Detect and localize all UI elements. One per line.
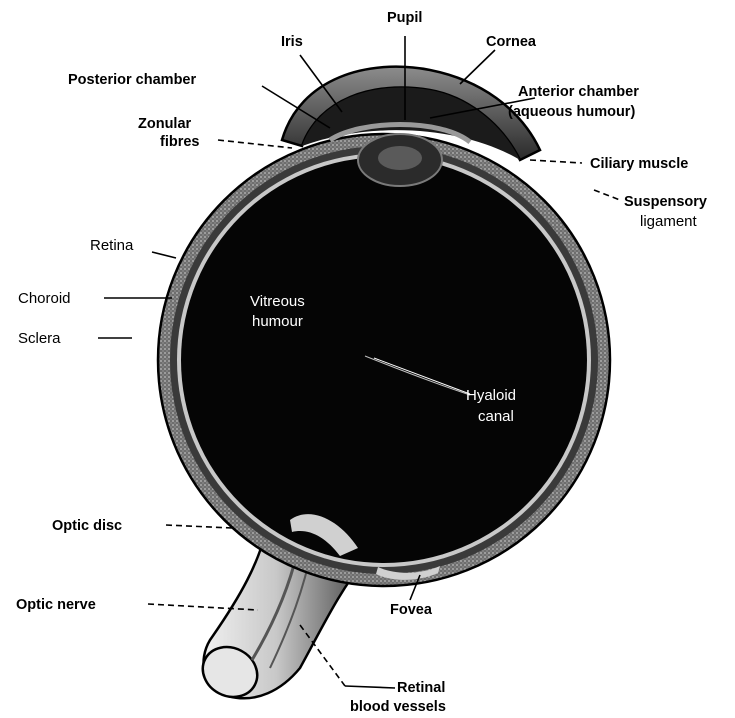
label-sclera: Sclera	[18, 330, 61, 347]
label-anterior-chamber-2: (aqueous humour)	[508, 104, 635, 120]
label-retina: Retina	[90, 237, 134, 254]
label-vitreous-humour-2: humour	[252, 313, 303, 330]
label-suspensory-ligament-1: Suspensory	[624, 194, 707, 210]
label-hyaloid-canal-1: Hyaloid	[466, 387, 516, 404]
label-retinal-vessels-2: blood vessels	[350, 699, 446, 715]
label-anterior-chamber-1: Anterior chamber	[518, 84, 639, 100]
label-pupil: Pupil	[387, 10, 422, 26]
label-zonular-fibres-1: Zonular	[138, 116, 192, 132]
label-retinal-vessels-1: Retinal	[397, 680, 445, 696]
label-zonular-fibres-2: fibres	[160, 134, 200, 150]
label-posterior-chamber: Posterior chamber	[68, 72, 196, 88]
label-hyaloid-canal-2: canal	[478, 408, 514, 425]
label-iris: Iris	[281, 34, 303, 50]
label-suspensory-ligament-2: ligament	[640, 213, 698, 230]
label-choroid: Choroid	[18, 290, 71, 307]
label-fovea: Fovea	[390, 602, 433, 618]
label-ciliary-muscle: Ciliary muscle	[590, 156, 688, 172]
label-optic-nerve: Optic nerve	[16, 597, 96, 613]
label-vitreous-humour-1: Vitreous	[250, 293, 305, 310]
label-cornea: Cornea	[486, 34, 537, 50]
vitreous-body-shape	[181, 157, 587, 563]
label-optic-disc: Optic disc	[52, 518, 122, 534]
